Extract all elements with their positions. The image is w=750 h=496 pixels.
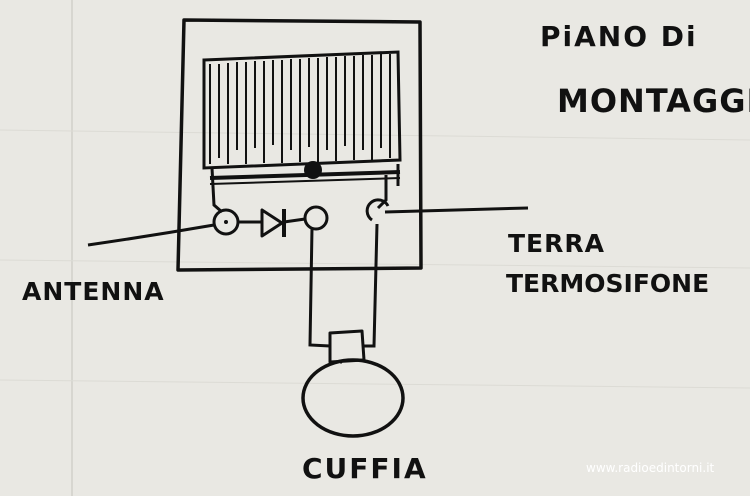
antenna-wire [87,223,215,247]
headphone-lead-1 [308,227,331,348]
tuning-knob-dot [304,161,322,179]
tuning-shaft [209,161,401,186]
board-outline [176,18,423,272]
label-termosifone: TERMOSIFONE [506,269,709,298]
headphone-lead-2 [362,223,379,348]
label-cuffia: CUFFIA [302,452,428,485]
label-antenna: ANTENNA [22,277,165,306]
title-line-2: MONTAGGIO [557,82,750,120]
terminal-headphone [303,205,329,231]
ground-wire [384,206,529,214]
label-terra: TERRA [508,229,605,258]
diode-symbol [238,208,306,238]
terminal-ground [365,198,390,222]
title-line-1: PiANO Di [540,20,698,53]
headphone-icon [301,329,405,438]
watermark-text: www.radioedintorni.it [586,461,715,475]
variable-capacitor [202,50,402,170]
